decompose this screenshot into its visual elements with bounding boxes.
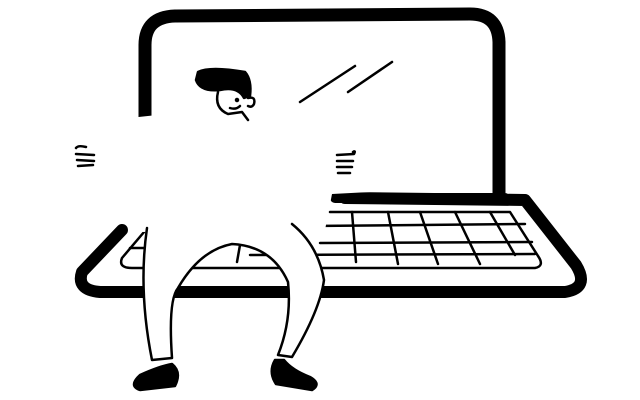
legs [142, 222, 326, 362]
laptop [74, 7, 587, 298]
keyboard-outline [119, 210, 543, 270]
left-hand-motion-icon [74, 144, 96, 168]
keyboard-grid [128, 210, 537, 266]
ear [246, 96, 256, 108]
eye [234, 97, 240, 103]
left-shoe [132, 362, 180, 392]
right-hand-motion-icon [335, 150, 357, 175]
hair [194, 67, 252, 100]
smile [228, 104, 242, 110]
right-shoe [270, 358, 318, 392]
person [74, 67, 357, 392]
laptop-screen-frame [138, 7, 506, 207]
screen-glare-2 [346, 60, 394, 94]
laptop-base [74, 192, 587, 298]
screen-glare-1 [298, 64, 357, 104]
face [215, 90, 250, 122]
shirt-area [60, 110, 372, 232]
